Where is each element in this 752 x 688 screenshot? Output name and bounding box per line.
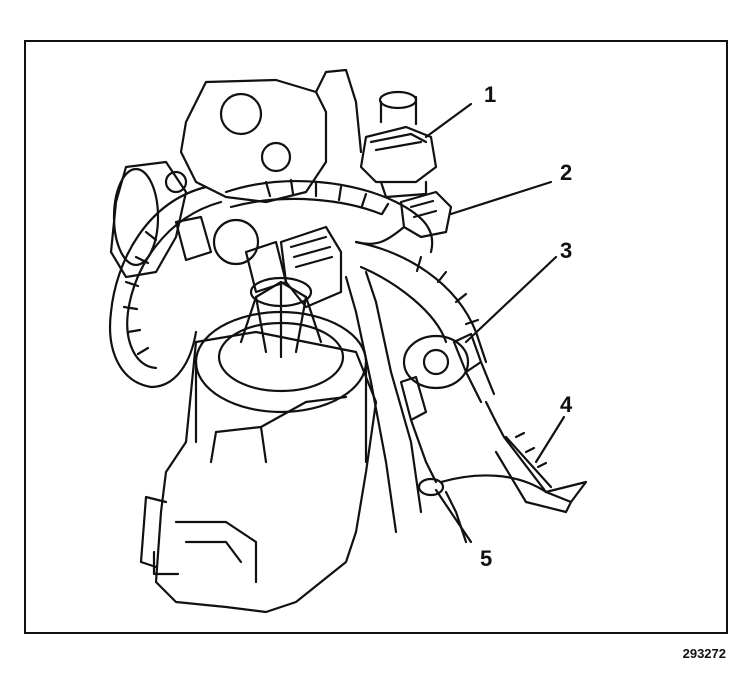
leader-2 <box>449 180 553 216</box>
lower-connector <box>399 375 428 422</box>
leader-4 <box>534 415 566 464</box>
leader-3 <box>464 255 558 344</box>
throttle-body-illustration <box>109 68 588 614</box>
leader-1 <box>424 102 473 139</box>
diagram-frame: 1 2 3 4 5 <box>24 40 728 634</box>
wiring-lead <box>484 400 573 514</box>
callout-1: 1 <box>484 82 497 107</box>
tps-sensor <box>359 125 438 184</box>
wiring-harness <box>109 185 208 389</box>
callout-4: 4 <box>560 392 573 417</box>
engine-housing <box>154 330 378 614</box>
throttle-body-casting <box>179 78 328 204</box>
leader-5 <box>434 488 473 544</box>
callout-3: 3 <box>560 238 573 263</box>
callout-5: 5 <box>480 546 493 571</box>
valve-port <box>402 334 470 390</box>
figure-id: 293272 <box>682 646 726 661</box>
callout-2: 2 <box>560 160 573 185</box>
coolant-tube <box>354 240 488 364</box>
